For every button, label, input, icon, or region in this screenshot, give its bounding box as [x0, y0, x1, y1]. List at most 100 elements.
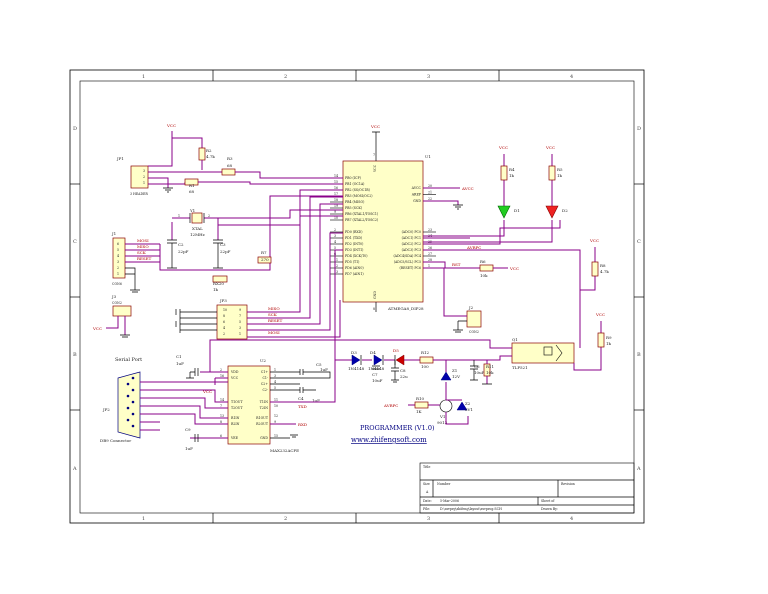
c4-value: 1uF: [312, 398, 320, 403]
u1-pin-name: PB7 (XTAL2/TOSC2): [345, 218, 378, 222]
v1-value: 9013: [437, 420, 448, 425]
c5-cap: [299, 387, 316, 393]
u1-pin-name: PD2 (INT0): [345, 242, 363, 246]
u2-pin-number: 14: [220, 398, 224, 402]
q1-ref: Q1: [512, 337, 518, 342]
j3-ref: J3: [111, 294, 117, 299]
c1-ref: C1: [176, 354, 182, 359]
u1-pin-name: (ADC5/SCL) PC5: [394, 260, 421, 264]
avrpc-label: AVRPC: [466, 245, 481, 250]
y1-pin2: 2: [208, 214, 210, 218]
rx20-ref: RX20: [213, 281, 224, 286]
u1-vcc-pin-label: VCC: [373, 164, 377, 173]
jp2-name: DB9 Connector: [100, 438, 131, 443]
vcc-j3-label: VCC: [92, 326, 102, 331]
c9-value: 1uF: [185, 446, 193, 451]
rx20-resistor: [212, 275, 228, 283]
j1-pin-number: 6: [117, 242, 119, 246]
r7-value: 270: [261, 257, 269, 262]
c6-ref: C6: [474, 364, 480, 369]
u2-pin-number: 7: [220, 404, 222, 408]
zone-left-d: D: [73, 126, 77, 132]
r8-resistor: [591, 261, 599, 277]
r5-value: 1k: [557, 173, 563, 178]
jp1-pin2: 2: [143, 175, 145, 179]
outer-border: [69, 69, 645, 524]
j1-ref: J1: [111, 231, 116, 236]
u2-pin-name: T2IN: [260, 406, 268, 410]
u1-pin-name: (ADC4/SDA) PC4: [393, 254, 421, 258]
d4-value: 1N4148: [368, 366, 385, 371]
r10-value: 1K: [416, 409, 423, 414]
c1-value: 1uF: [176, 361, 184, 366]
jp1-pin1: 1: [143, 181, 145, 185]
u1-pin-number: 3: [334, 234, 336, 238]
r4-resistor: [500, 165, 508, 181]
tb-revision-label: Revision: [561, 482, 575, 486]
r10-resistor: [414, 401, 429, 409]
u1-pin-name: PB5 (SCK): [345, 206, 362, 210]
jp2-ref: JP2: [102, 407, 110, 412]
j1-sck: SCK: [137, 250, 147, 255]
u1-pin-number: 17: [334, 192, 338, 196]
u2-pin-name: C1-: [262, 376, 268, 380]
d4-ref: D4: [370, 350, 376, 355]
z2-value: 5V1: [465, 407, 473, 412]
u1-pin-number: 13: [334, 270, 338, 274]
u2-pin-number: 9: [274, 420, 276, 424]
title-block: [419, 462, 635, 514]
j1-mosi: MOSI: [137, 238, 149, 243]
y1-crystal: [191, 212, 203, 224]
u2-max232: U2 MAX232ACPE VDD2VCC16T1OUT14T2OUT7R1IN…: [220, 358, 299, 453]
r4-value: 1k: [509, 173, 515, 178]
j2-name: CON2: [469, 330, 479, 334]
r12-ref: R12: [421, 350, 430, 355]
tb-title-label: Title: [423, 465, 430, 469]
v1-transistor: [439, 399, 453, 413]
u2-pin-name: C2-: [262, 388, 268, 392]
vcc-top-label: VCC: [166, 123, 176, 128]
zone-left-a: A: [72, 466, 77, 472]
j3-name: CON2: [112, 301, 122, 305]
z2-ref: Z2: [465, 401, 471, 406]
rx20-value: 1k: [213, 287, 219, 292]
r7-ref: R7: [261, 250, 267, 255]
r11-value: 10k: [486, 370, 494, 375]
j1-pin-number: 2: [117, 266, 119, 270]
d5-diode: [395, 354, 405, 366]
serial-port-title: Serial Port: [115, 357, 142, 363]
tb-date-value: 5-Mar-2006: [440, 499, 459, 503]
u2-pin-number: 8: [220, 420, 222, 424]
u1-pin-name: PB2 (SS/OC1B): [345, 188, 370, 192]
u1-pin-number: 14: [334, 174, 338, 178]
u2-pin-name: VCC: [230, 376, 239, 380]
zone-right-a: A: [636, 466, 641, 472]
r1-ref: R1: [189, 183, 195, 188]
vcc-d1-label: VCC: [498, 145, 508, 150]
u1-pin-number: 11: [334, 258, 338, 262]
c3-ref: C3: [220, 242, 226, 247]
zone-top-1: 1: [142, 74, 145, 80]
u1-pin-number: 2: [334, 228, 336, 232]
c3-value: 22pF: [220, 249, 231, 254]
tb-file-label: File:: [423, 507, 430, 511]
u1-pin-number: 26: [428, 246, 432, 250]
r9-resistor: [597, 332, 605, 348]
y1-value: 12MHz: [190, 232, 205, 237]
r12-resistor: [419, 356, 434, 364]
y1-name: XTAL: [192, 226, 203, 231]
z2-zener: [456, 401, 468, 411]
d1-ref: D1: [514, 208, 520, 213]
tb-number-label: Number: [437, 482, 451, 486]
z1-value: 12V: [452, 374, 460, 379]
tb-drawn-label: Drawn By:: [541, 507, 558, 511]
website-link[interactable]: www.zhifengsoft.com: [351, 436, 427, 444]
vcc-u2-label: VCC: [202, 389, 212, 394]
c6-value: 10uF: [474, 370, 485, 375]
u1-pin-number: 21: [428, 191, 432, 195]
r8-value: 4.7k: [600, 269, 609, 274]
r11-ref: R11: [486, 364, 494, 369]
